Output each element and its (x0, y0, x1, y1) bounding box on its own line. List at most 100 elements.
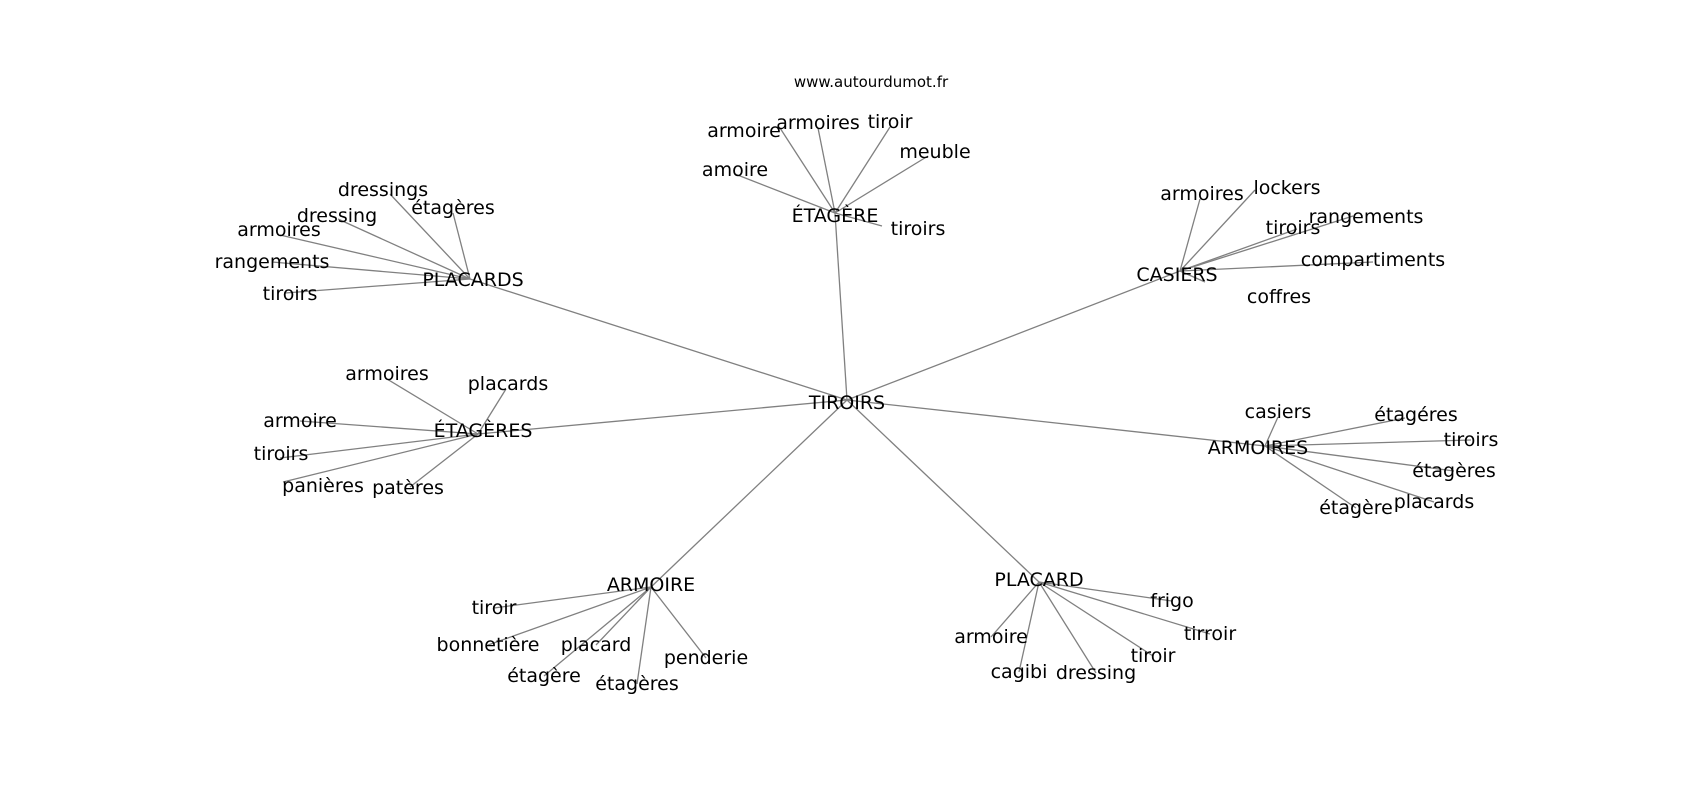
center-hub-edge (846, 399, 1040, 583)
hub-node-label: CASIERS (1136, 264, 1217, 286)
hub-leaf-edge (834, 212, 883, 227)
center-hub-edge (477, 399, 848, 435)
hub-leaf-edge (779, 127, 836, 214)
hub-leaf-edge (386, 378, 479, 435)
hub-leaf-edge (1179, 198, 1201, 272)
hub-leaf-edge (1038, 581, 1173, 602)
leaf-node-label: tiroir (1131, 645, 1176, 667)
leaf-node-label: meuble (899, 141, 970, 163)
edges-layer (271, 126, 1472, 685)
leaf-node-label: casiers (1245, 401, 1312, 423)
hub-leaf-edge (1179, 215, 1354, 272)
hub-leaf-edge (279, 234, 471, 280)
leaf-node-label: armoires (345, 363, 429, 385)
hub-leaf-edge (389, 193, 471, 280)
hub-leaf-edge (595, 586, 652, 646)
leaf-node-label: rangements (1309, 206, 1424, 228)
center-hub-edge (650, 399, 848, 588)
leaf-node-label: armoires (237, 219, 321, 241)
hub-node-label: ÉTAGÈRES (434, 419, 533, 442)
leaf-node-label: tiroirs (1444, 429, 1499, 451)
hub-leaf-edge (543, 586, 652, 677)
leaf-node-label: cagibi (991, 661, 1048, 683)
leaf-node-label: étagères (411, 197, 495, 219)
leaf-node-label: armoire (707, 120, 781, 142)
hub-node-label: PLACARDS (422, 269, 523, 291)
leaf-node-label: armoire (263, 410, 337, 432)
hub-node-label: PLACARD (994, 569, 1083, 591)
leaf-node-label: étagère (507, 665, 581, 687)
leaf-node-label: étagéres (1374, 404, 1458, 426)
center-hub-edge (469, 278, 848, 401)
center-hub-edge (846, 399, 1266, 447)
leaf-node-label: placards (468, 373, 549, 395)
hub-leaf-edge (1264, 445, 1357, 509)
hub-node-label: ARMOIRES (1208, 437, 1308, 459)
hub-leaf-edge (817, 127, 836, 214)
leaf-node-label: coffres (1247, 286, 1311, 308)
hub-leaf-edge (1179, 270, 1206, 283)
hub-leaf-edge (299, 420, 479, 435)
center-node-label: TIROIRS (808, 392, 885, 414)
hub-leaf-edge (1179, 228, 1298, 272)
leaf-node-label: dressing (1056, 662, 1136, 684)
source-credit: www.autourdumot.fr (794, 73, 949, 91)
hub-leaf-edge (1179, 189, 1256, 272)
leaf-node-label: tiroirs (891, 218, 946, 240)
hub-leaf-edge (1038, 581, 1154, 657)
hub-node-label: ARMOIRE (607, 574, 695, 596)
leaf-node-label: armoires (1160, 183, 1244, 205)
leaf-node-label: amoire (702, 159, 768, 181)
hub-leaf-edge (282, 433, 479, 483)
leaf-node-label: tiroirs (1266, 217, 1321, 239)
hub-leaf-edge (337, 218, 471, 280)
hub-leaf-edge (1038, 581, 1211, 635)
hub-leaf-edge (279, 433, 479, 459)
hub-leaf-edge (487, 586, 652, 646)
hub-leaf-edge (1264, 445, 1435, 503)
leaf-node-label: étagères (595, 673, 679, 695)
leaf-node-label: tiroir (868, 111, 913, 133)
hub-leaf-edge (409, 433, 479, 488)
hub-leaf-edge (477, 388, 507, 435)
hub-leaf-edge (1038, 581, 1097, 674)
hub-leaf-edge (1264, 417, 1406, 447)
leaf-node-label: bonnetière (437, 634, 540, 656)
hub-leaf-edge (650, 586, 707, 659)
center-hub-edge (834, 212, 848, 401)
hub-leaf-edge (493, 586, 652, 609)
leaf-node-label: placard (561, 634, 632, 656)
hub-leaf-edge (1179, 261, 1374, 272)
hub-leaf-edge (734, 173, 836, 214)
leaf-node-label: placards (1394, 491, 1475, 513)
leaf-node-label: armoires (776, 112, 860, 134)
leaf-node-label: tiroirs (254, 443, 309, 465)
hub-node-label: ÉTAGÈRE (792, 204, 879, 227)
hub-leaf-edge (1264, 416, 1279, 447)
leaf-node-label: penderie (664, 647, 748, 669)
leaf-node-label: panières (282, 475, 364, 497)
hub-leaf-edge (834, 155, 929, 214)
hub-leaf-edge (1264, 439, 1472, 447)
center-hub-edge (846, 270, 1181, 401)
leaf-node-label: étagères (1412, 460, 1496, 482)
hub-leaf-edge (452, 212, 471, 280)
hub-leaf-edge (284, 278, 471, 294)
hub-leaf-edge (1264, 445, 1455, 472)
leaf-node-label: rangements (215, 251, 330, 273)
leaf-node-label: lockers (1253, 177, 1320, 199)
leaf-node-label: tiroir (472, 597, 517, 619)
leaf-node-label: armoire (954, 626, 1028, 648)
leaf-node-label: dressings (338, 179, 428, 201)
hub-leaf-edge (834, 126, 891, 214)
leaf-node-label: étagère (1319, 497, 1393, 519)
leaf-node-label: compartiments (1301, 249, 1445, 271)
leaf-node-label: patères (372, 477, 444, 499)
leaf-node-label: dressing (297, 205, 377, 227)
leaf-node-label: tiroirs (263, 283, 318, 305)
leaf-node-label: frigo (1150, 590, 1193, 612)
hub-leaf-edge (636, 586, 652, 685)
hub-leaf-edge (271, 261, 471, 280)
